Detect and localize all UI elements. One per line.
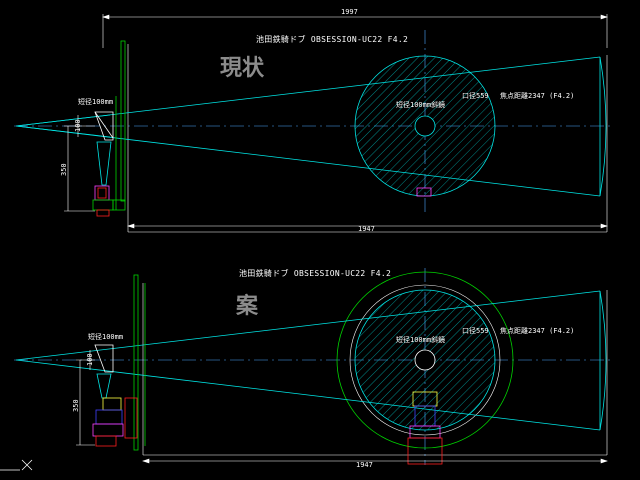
bottom-rocker-ring	[336, 271, 514, 449]
top-overall-dimension	[102, 14, 608, 48]
bottom-height-dimension	[76, 350, 95, 446]
top-aperture-label: 口径559	[462, 91, 489, 100]
bottom-focal-label: 焦点距離2347 (F4.2)	[500, 326, 574, 335]
top-mirror-center-hole	[414, 115, 436, 137]
bottom-drawing: 池田鉄騎ドブ OBSESSION-UC22 F4.2 案	[0, 268, 612, 471]
bottom-secondary-mirror-label: 短径100mm斜鏡	[396, 335, 445, 344]
top-title: 池田鉄騎ドブ OBSESSION-UC22 F4.2	[256, 34, 408, 44]
bottom-length-dim-text: 1947	[356, 461, 373, 469]
top-length-dimension	[127, 223, 608, 229]
top-focal-label: 焦点距離2347 (F4.2)	[500, 91, 574, 100]
top-light-beam	[15, 56, 607, 197]
top-height-dimension	[64, 115, 95, 212]
bottom-secondary-assembly	[92, 274, 443, 465]
top-height-dim-text: 350	[60, 163, 68, 176]
top-secondary-assembly	[92, 40, 432, 217]
top-secondary-mirror-label: 短径100mm斜鏡	[396, 100, 445, 109]
top-secondary-label: 短径100mm	[78, 97, 113, 106]
bottom-light-beam	[15, 290, 607, 431]
bottom-secondary-label: 短径100mm	[88, 332, 123, 341]
bottom-primary-outer	[349, 284, 501, 436]
top-overall-dim-text: 1997	[341, 8, 358, 16]
bottom-aperture-label: 口径559	[462, 326, 489, 335]
bottom-height-dim-text: 350	[72, 399, 80, 412]
top-big-label: 現状	[220, 56, 265, 81]
bottom-small-dim-text: 100	[86, 353, 94, 366]
top-tube-outline	[127, 44, 608, 233]
bottom-mirror-center-hole	[414, 349, 436, 371]
bottom-big-label: 案	[235, 293, 259, 319]
top-drawing: 1997 池田鉄騎ドブ OBSESSION-UC22 F4.2 現状	[14, 8, 612, 233]
bottom-tube-outline	[142, 283, 608, 456]
top-small-dim-text: 100	[74, 119, 82, 132]
bottom-title: 池田鉄騎ドブ OBSESSION-UC22 F4.2	[239, 268, 391, 278]
bottom-length-dimension	[142, 458, 608, 464]
ucs-icon	[0, 459, 33, 471]
top-length-dim-text: 1947	[358, 225, 375, 233]
